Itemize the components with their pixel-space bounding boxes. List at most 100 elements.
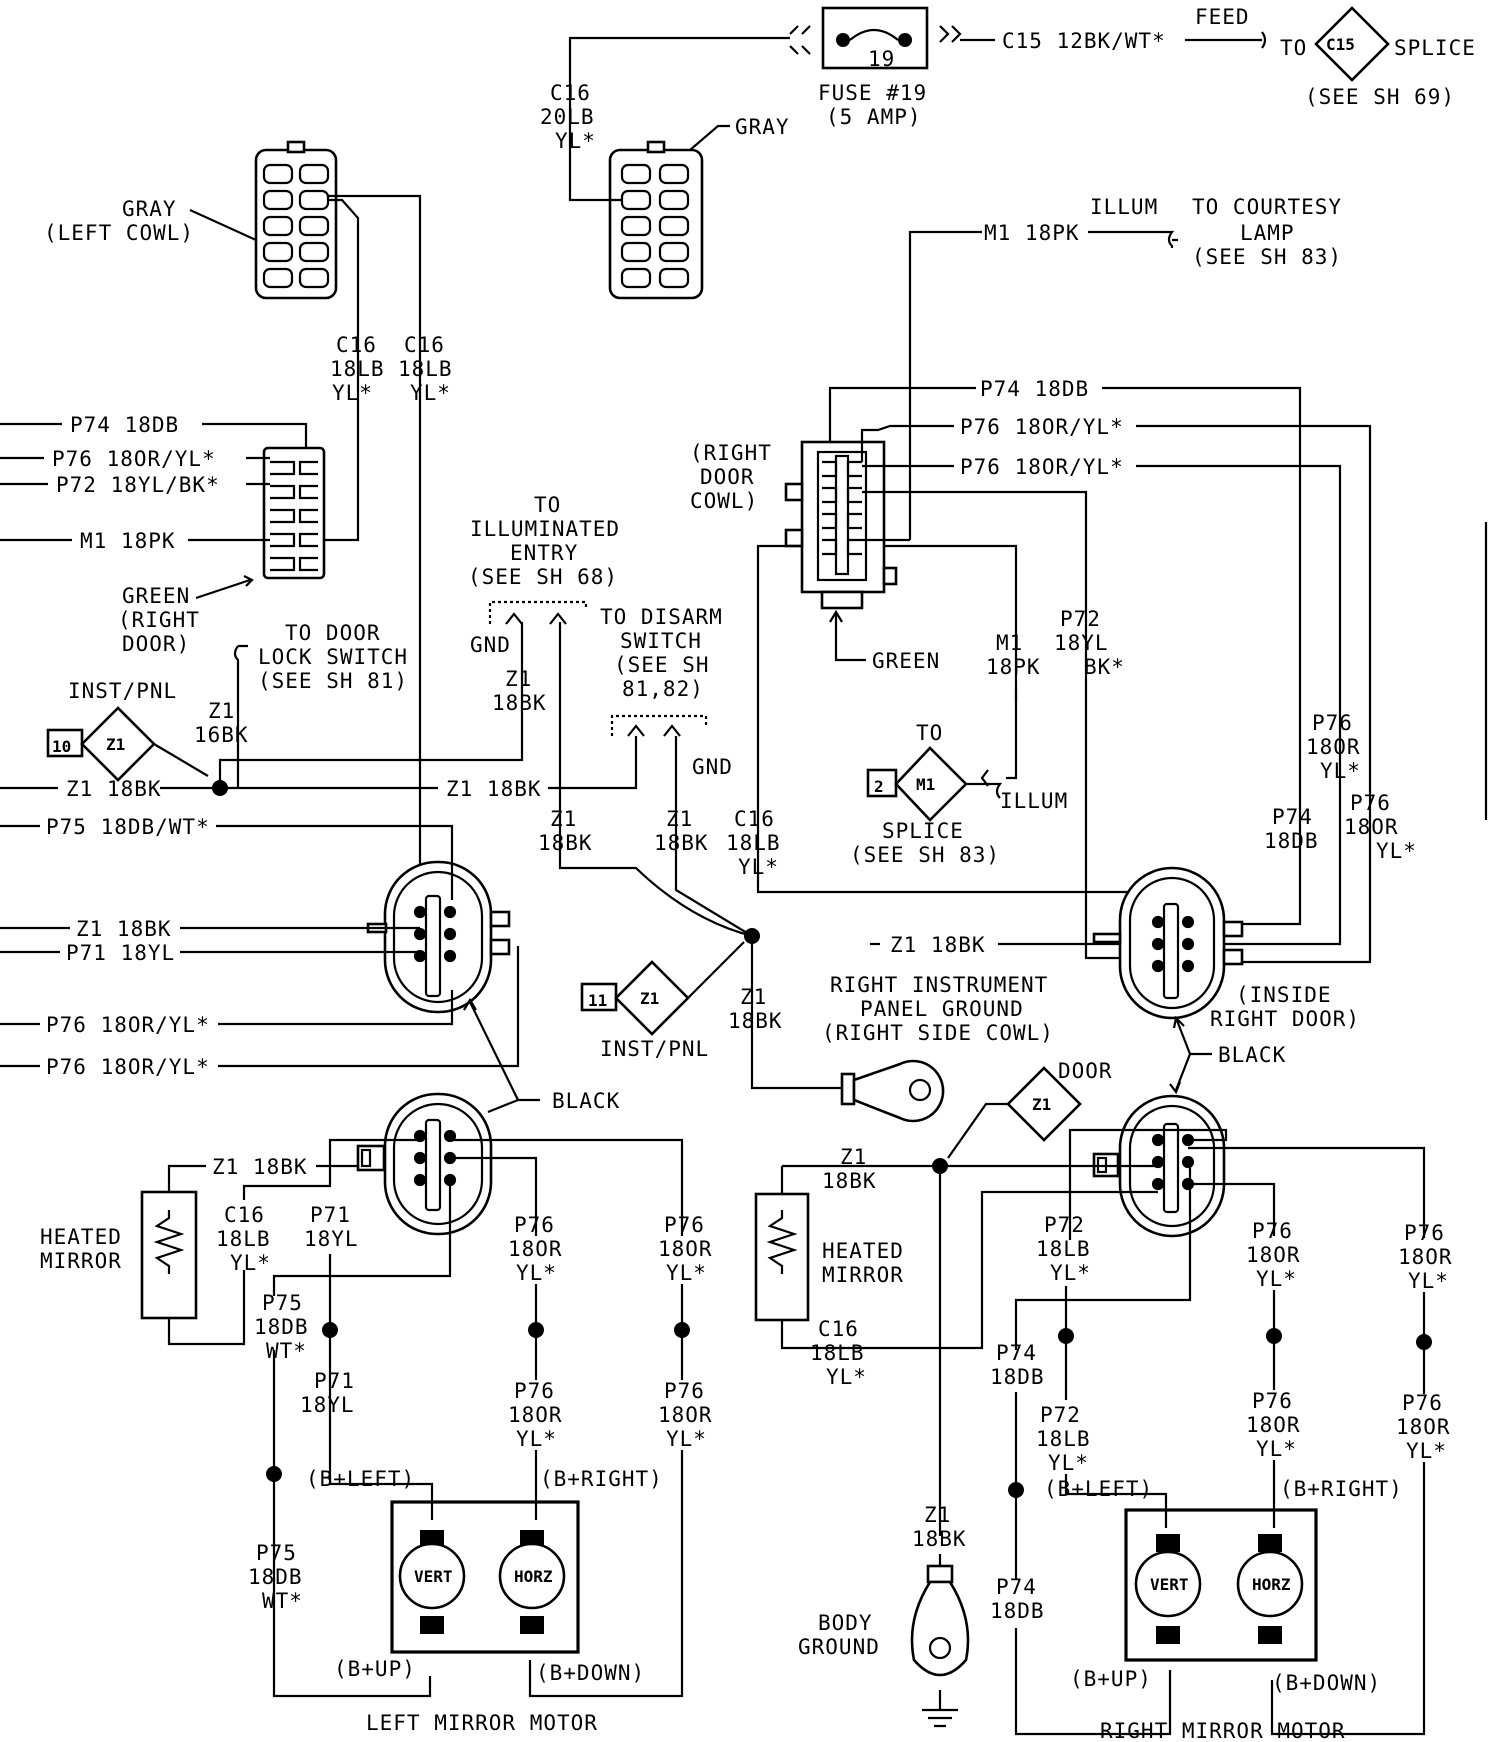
rm-p76-d-gauge: 18OR — [1396, 1415, 1451, 1439]
rw-p76-a-color: YL* — [1320, 759, 1361, 783]
m1-splice: 2 M1 — [866, 746, 968, 822]
lm-p76-b-gauge: 18OR — [508, 1403, 563, 1427]
rw-z1: Z1 18BK — [890, 933, 986, 957]
door-lock-gauge: 16BK — [194, 723, 249, 747]
rw-p72: P72 — [1060, 607, 1101, 631]
rm-b-down: (B+DOWN) — [1272, 1671, 1381, 1695]
courtesy-wire: M1 18PK — [984, 221, 1080, 245]
rm-c16: C16 — [818, 1317, 859, 1341]
top-wire-color: YL* — [555, 129, 596, 153]
rw-p74: P74 — [1272, 805, 1313, 829]
right-heated-label: HEATED — [822, 1239, 904, 1263]
svg-text:M1: M1 — [916, 775, 935, 794]
svg-text:11: 11 — [588, 991, 607, 1010]
courtesy-label-1: TO COURTESY — [1192, 195, 1342, 219]
rdc-label-1: (RIGHT — [690, 441, 772, 465]
rm-p76-a-gauge: 18OR — [1246, 1243, 1301, 1267]
disarm-left-gauge: 18BK — [538, 831, 593, 855]
svg-text:Z1: Z1 — [1032, 1095, 1051, 1114]
lm-b-up: (B+UP) — [334, 1657, 416, 1681]
rdc-green: GREEN — [872, 649, 940, 673]
rm-p76-c: P76 — [1404, 1221, 1445, 1245]
left-heated-label-2: MIRROR — [40, 1249, 122, 1273]
disarm-gnd: GND — [692, 755, 733, 779]
green-label-3: DOOR) — [122, 632, 190, 656]
fuse-label: FUSE #19 — [818, 81, 927, 105]
gnd-wire-z1: Z1 — [740, 985, 767, 1009]
feed-to: TO — [1280, 36, 1307, 60]
lm-p71-a-gauge: 18YL — [304, 1227, 359, 1251]
right-ground-label-2: PANEL GROUND — [860, 997, 1024, 1021]
rdc-p74: P74 18DB — [980, 377, 1089, 401]
rm-p76-a: P76 — [1252, 1219, 1293, 1243]
courtesy-illum: ILLUM — [1090, 195, 1158, 219]
svg-text:2: 2 — [874, 777, 884, 796]
lm-p76-d: P76 — [664, 1379, 705, 1403]
rw-p74-gauge: 18DB — [1264, 829, 1319, 853]
splice-c15-ref: (SEE SH 69) — [1305, 85, 1455, 109]
left-cowl-wire-a-color: YL* — [332, 381, 373, 405]
ird-label-2: RIGHT DOOR) — [1210, 1007, 1360, 1031]
lw-m1: M1 18PK — [80, 529, 176, 553]
inst-pnl-upper-label: INST/PNL — [68, 679, 177, 703]
svg-text:HORZ: HORZ — [1252, 1575, 1291, 1594]
rm-p72-a-gauge: 18LB — [1036, 1237, 1091, 1261]
illum-wire-z1: Z1 — [505, 667, 532, 691]
rm-p76-b-color: YL* — [1256, 1437, 1297, 1461]
feed-label: FEED — [1195, 5, 1250, 29]
fuse-19: 19 FUSE #19 (5 AMP) — [789, 6, 962, 129]
lm-p75-b-gauge: 18DB — [248, 1565, 303, 1589]
rm-z1-gauge: 18BK — [822, 1169, 877, 1193]
illum-name: ILLUMINATED — [470, 517, 620, 541]
right-ground-label-1: RIGHT INSTRUMENT — [830, 973, 1048, 997]
right-mirror-title: RIGHT MIRROR MOTOR — [1100, 1719, 1346, 1742]
rw-p76-b-color: YL* — [1376, 839, 1417, 863]
lm-p71-a: P71 — [310, 1203, 351, 1227]
green-label-2: (RIGHT — [118, 608, 200, 632]
lm-p76-a: P76 — [514, 1213, 555, 1237]
rm-b-right: (B+RIGHT) — [1280, 1477, 1403, 1501]
rm-p76-b-gauge: 18OR — [1246, 1413, 1301, 1437]
disarm-see: (SEE SH — [614, 653, 710, 677]
disarm-left-z1: Z1 — [550, 807, 577, 831]
rm-p76-b: P76 — [1252, 1389, 1293, 1413]
rw-p72-gauge: 18YL — [1054, 631, 1109, 655]
rm-b-left: (B+LEFT) — [1044, 1477, 1153, 1501]
rm-p72-a-color: YL* — [1050, 1261, 1091, 1285]
rm-p72-a: P72 — [1044, 1213, 1085, 1237]
right-panel-ground-icon — [840, 1059, 945, 1123]
rw-p76-a-gauge: 18OR — [1306, 735, 1361, 759]
left-cowl-name: (LEFT COWL) — [44, 221, 194, 245]
right-heated-label-2: MIRROR — [822, 1263, 904, 1287]
rw-p76-b-gauge: 18OR — [1344, 815, 1399, 839]
lm-p75-b-color: WT* — [262, 1589, 303, 1613]
lw-p71: P71 18YL — [66, 941, 175, 965]
ird-black: BLACK — [1218, 1043, 1286, 1067]
left-door-oval-connector — [366, 860, 511, 1014]
rm-p74-a: P74 — [996, 1341, 1037, 1365]
rw-p76-b: P76 — [1350, 791, 1391, 815]
splice-c15-label: SPLICE — [1394, 36, 1476, 60]
left-heated-label: HEATED — [40, 1225, 122, 1249]
z1-main-mid: Z1 18BK — [446, 777, 542, 801]
rm-p76-d-color: YL* — [1406, 1439, 1447, 1463]
rdc-label-2: DOOR — [700, 465, 755, 489]
fuse-number: 19 — [868, 47, 895, 71]
lm-p76-a-gauge: 18OR — [508, 1237, 563, 1261]
m1-to: TO — [916, 721, 943, 745]
rm-p76-c-color: YL* — [1408, 1269, 1449, 1293]
top-wire-gauge: 20LB — [540, 105, 595, 129]
svg-text:HORZ: HORZ — [514, 1567, 553, 1586]
lw-z1-door: Z1 18BK — [76, 917, 172, 941]
svg-text:VERT: VERT — [1150, 1575, 1189, 1594]
left-cowl-wire-a-gauge: 18LB — [330, 357, 385, 381]
left-cowl-wire-b-color: YL* — [410, 381, 451, 405]
svg-text:Z1: Z1 — [106, 735, 125, 754]
svg-text:VERT: VERT — [414, 1567, 453, 1586]
rm-z1: Z1 — [840, 1145, 867, 1169]
body-ground-icon — [910, 1564, 970, 1728]
rm-p72-b: P72 — [1040, 1403, 1081, 1427]
lm-b-left: (B+LEFT) — [306, 1467, 415, 1491]
left-cowl-connector — [254, 140, 338, 300]
